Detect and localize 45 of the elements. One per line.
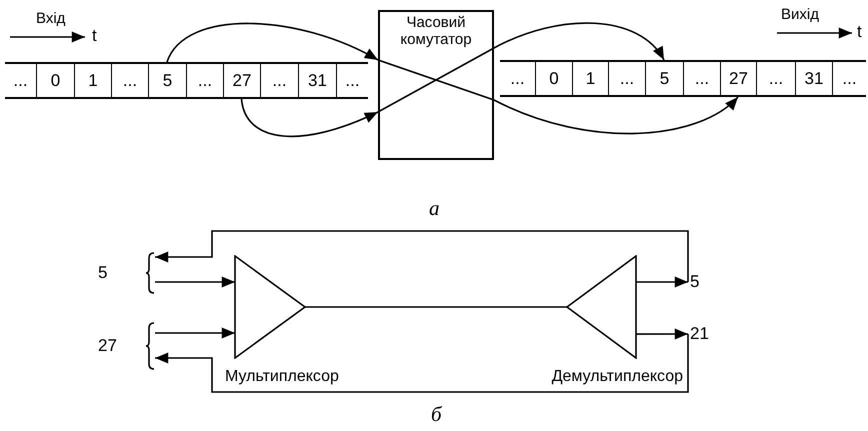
- time-slot-cell: ...: [756, 60, 795, 97]
- arrow: [166, 22, 378, 62]
- connector-line: [305, 306, 567, 308]
- arrow: [378, 22, 665, 113]
- channel-number: 27: [98, 336, 117, 356]
- time-slot-cell: 5: [148, 62, 186, 99]
- time-slot-cell: 31: [795, 60, 832, 97]
- channel-number: 5: [688, 271, 700, 293]
- time-slot-cell: ...: [111, 62, 148, 99]
- time-slot-cell: ...: [186, 62, 223, 99]
- switch-label: Часовий комутатор: [399, 14, 473, 48]
- arrow: [240, 98, 378, 138]
- arrow: [155, 230, 689, 282]
- time-slot-cell: 27: [720, 60, 756, 97]
- channel-number: 5: [98, 263, 108, 283]
- time-slot-cell: 5: [645, 60, 683, 97]
- time-slot-cell: 31: [298, 62, 336, 99]
- arrow: [155, 334, 689, 393]
- panel-caption: б: [431, 402, 442, 426]
- arrow: [636, 328, 688, 340]
- time-slot-cell: ...: [5, 62, 36, 99]
- demultiplexer-label: Демультиплексор: [552, 368, 683, 386]
- time-slot-cell: ...: [336, 62, 368, 99]
- axis-label: Вихід: [781, 6, 819, 24]
- channel-number: 21: [688, 323, 709, 345]
- arrow: [636, 276, 688, 288]
- arrow: [378, 59, 739, 134]
- arrow: [155, 276, 235, 288]
- time-slot-cell: ...: [832, 60, 866, 97]
- switch-box: [378, 10, 494, 160]
- time-slot-cell: 0: [535, 60, 572, 97]
- axis-label: Вхід: [36, 10, 66, 28]
- time-slot-cell: ...: [683, 60, 720, 97]
- time-slot-cell: 0: [36, 62, 74, 99]
- time-axis-label: t: [857, 22, 862, 42]
- time-axis-label: t: [92, 26, 97, 46]
- panel-caption: а: [429, 196, 440, 220]
- time-slot-cell: 1: [572, 60, 608, 97]
- multiplexer-label: Мультиплексор: [225, 368, 339, 386]
- time-slot-cell: ...: [608, 60, 645, 97]
- time-slot-cell: 1: [74, 62, 111, 99]
- time-slot-cell: ...: [260, 62, 298, 99]
- time-slot-cell: 27: [223, 62, 260, 99]
- time-slot-cell: ...: [500, 60, 535, 97]
- arrow: [155, 328, 235, 338]
